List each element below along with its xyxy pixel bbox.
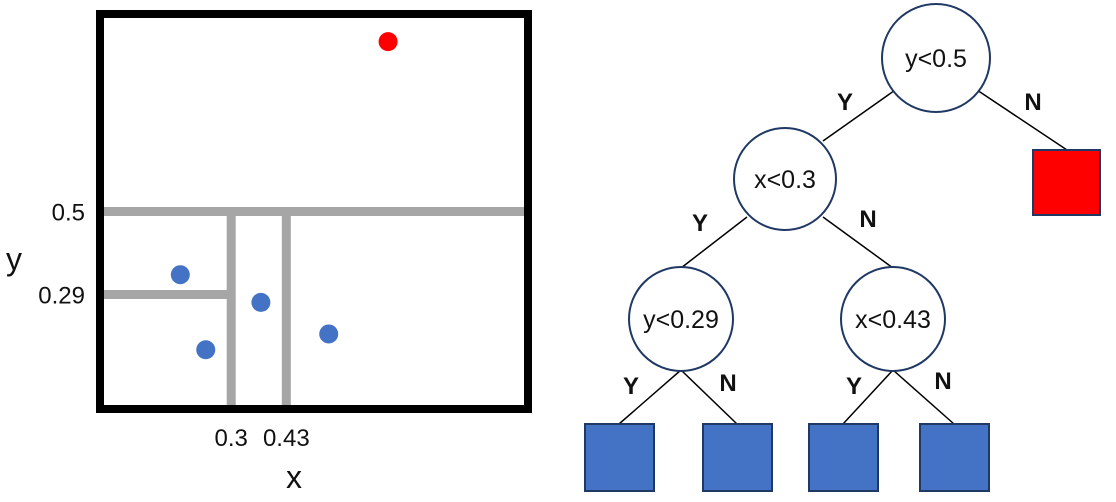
leaf-blue: [919, 423, 990, 492]
edge-label-yes: Y: [837, 89, 853, 116]
node-condition: x<0.3: [754, 166, 816, 194]
y-tick-label-0: 0.5: [52, 200, 85, 227]
leaf-red: [1032, 149, 1101, 216]
leaf-blue: [808, 423, 879, 492]
tree-node-root: y<0.5: [881, 3, 991, 113]
edge-label-no: N: [934, 368, 951, 395]
node-condition: x<0.43: [855, 306, 931, 334]
edge-n2-leaf-yes: [618, 369, 682, 425]
scatter-points: [170, 32, 398, 360]
edge-label-no: N: [859, 206, 876, 233]
x-tick-label-0: 0.3: [215, 425, 248, 452]
tick-labels: 0.3 0.43 0.5 0.29: [38, 200, 309, 453]
tree-node-x-0.3: x<0.3: [733, 127, 837, 231]
node-condition: y<0.5: [905, 45, 967, 73]
edge-n3-leaf-no: [892, 369, 955, 425]
scatter-point-red-4: [378, 32, 398, 52]
edge-n1-n3: [822, 216, 894, 269]
plot-frame: [96, 10, 532, 413]
scatter-point-blue-3: [319, 324, 339, 344]
scatter-point-blue-0: [170, 265, 190, 285]
scatter-point-blue-1: [196, 340, 216, 360]
x-axis-label: x: [286, 459, 302, 495]
tree-node-x-0.43: x<0.43: [840, 266, 946, 372]
edge-label-yes: Y: [692, 210, 708, 237]
y-tick-label-1: 0.29: [38, 282, 85, 309]
edge-root-n1: [822, 87, 899, 142]
tree-node-y-0.29: y<0.29: [628, 266, 734, 372]
scatter-point-blue-2: [251, 292, 271, 312]
edge-label-no: N: [1024, 89, 1041, 116]
edge-label-yes: Y: [623, 373, 639, 400]
edge-label-no: N: [719, 370, 736, 397]
partition-plot: 0.3 0.43 0.5 0.29 x y: [6, 10, 532, 495]
edge-root-leaf: [973, 87, 1068, 151]
edge-n3-leaf-yes: [842, 369, 894, 425]
edge-n1-n2: [680, 216, 748, 269]
node-condition: y<0.29: [643, 306, 719, 334]
x-tick-label-1: 0.43: [263, 425, 310, 452]
edge-label-yes: Y: [846, 373, 862, 400]
y-axis-label: y: [6, 241, 22, 277]
split-lines: [104, 207, 528, 409]
edge-n2-leaf-no: [680, 369, 738, 425]
leaf-blue: [584, 423, 655, 492]
leaf-blue: [702, 423, 773, 492]
decision-tree: Y N Y N Y N Y N y<0.5 x<0.3 y<0.29 x<0.4…: [584, 3, 1101, 492]
